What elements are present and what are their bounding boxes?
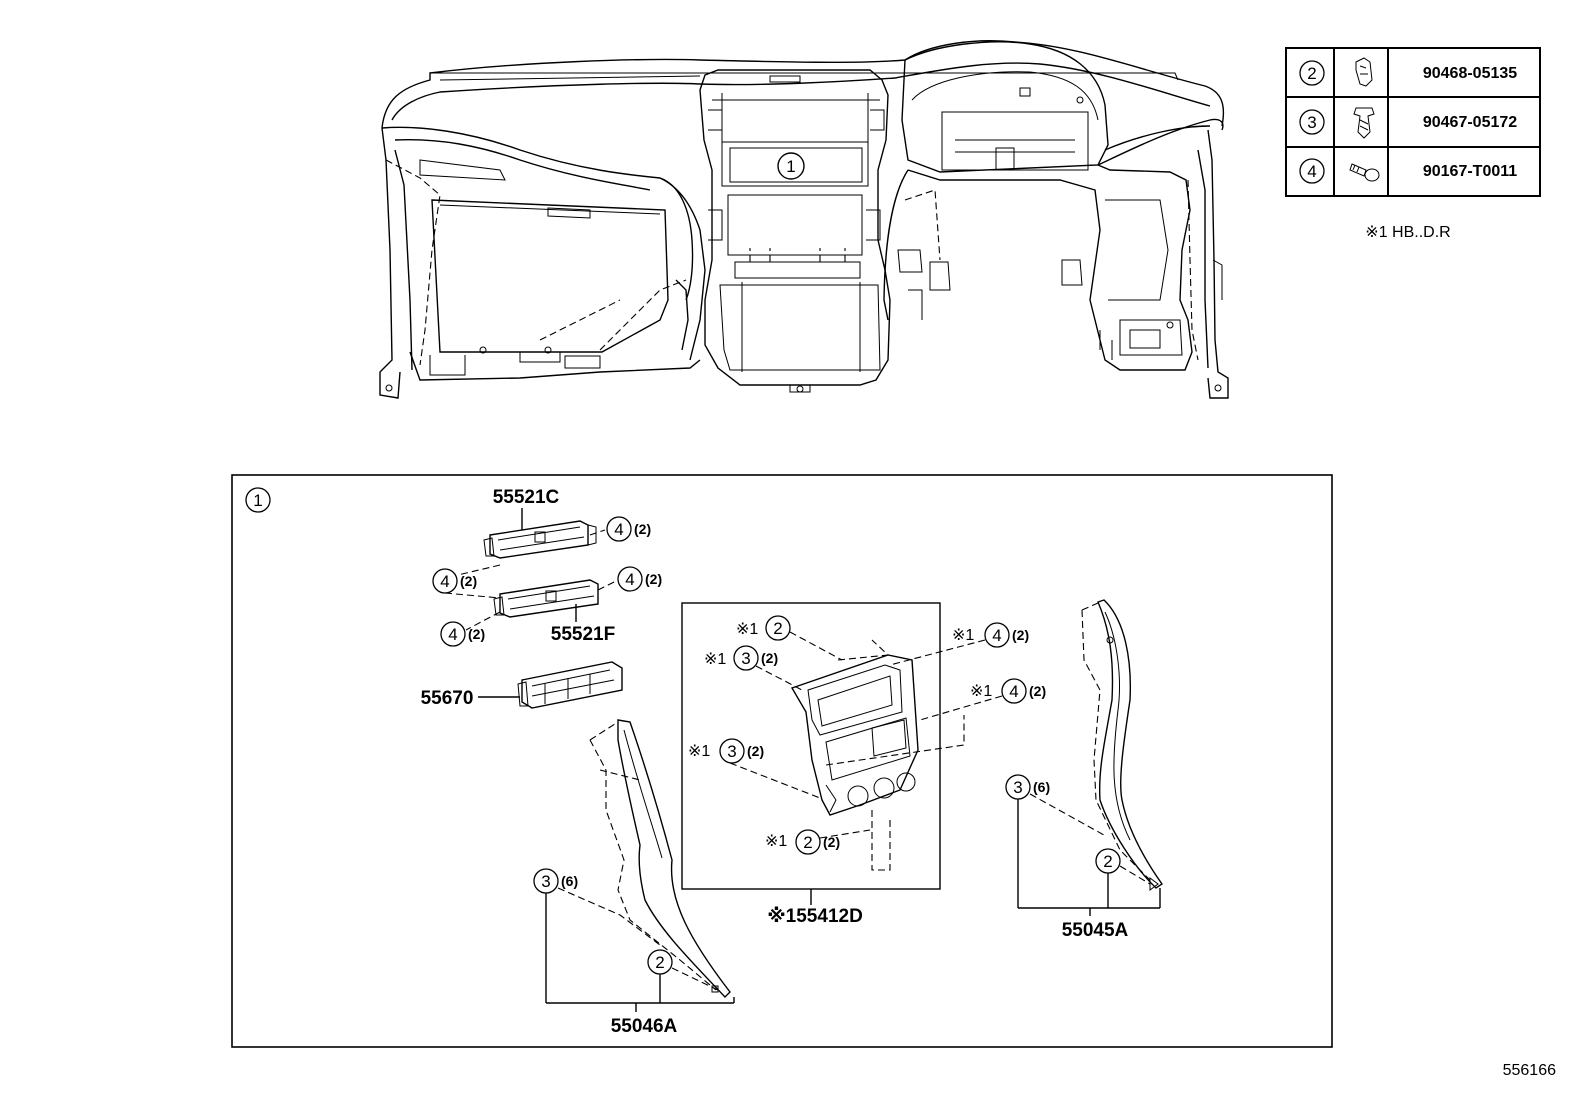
dashboard-callout-1: 1 — [777, 152, 805, 180]
svg-text:90467-05172: 90467-05172 — [1423, 114, 1517, 131]
svg-text:3: 3 — [541, 872, 550, 891]
vent-55521f: 55521F — [493, 579, 615, 645]
svg-text:4: 4 — [614, 520, 623, 539]
svg-text:(2): (2) — [823, 834, 840, 850]
svg-text:1: 1 — [786, 157, 795, 176]
part-label-55670: 55670 — [421, 688, 474, 709]
callout-cp-2-a: ※1 2 — [736, 615, 843, 661]
callout-4-mid-right: 4 (2) — [597, 566, 662, 592]
svg-text:(2): (2) — [1012, 627, 1029, 643]
svg-text:(2): (2) — [634, 521, 651, 537]
svg-text:2: 2 — [803, 833, 812, 852]
panel-55046a — [589, 719, 731, 999]
fastener-row: 4 90167-T0011 — [1299, 158, 1517, 184]
svg-text:3: 3 — [727, 742, 736, 761]
svg-text:3: 3 — [741, 649, 750, 668]
svg-text:4: 4 — [1009, 682, 1018, 701]
svg-text:※1: ※1 — [952, 627, 974, 644]
figure-id: 556166 — [1503, 1062, 1556, 1079]
panel-55045a — [1081, 599, 1163, 891]
part-label-55046a: 55046A — [611, 1016, 678, 1037]
instrument-panel-drawing — [379, 40, 1229, 399]
svg-text:3: 3 — [1013, 778, 1022, 797]
callout-cp-3-a: ※1 3 (2) — [704, 645, 803, 691]
part-label-55521f: 55521F — [551, 624, 615, 645]
callout-4-low-left: 4 (2) — [440, 611, 501, 647]
callout-cp-2-b: ※1 2 (2) — [765, 829, 871, 855]
part-label-55045a: 55045A — [1062, 920, 1129, 941]
svg-text:※1: ※1 — [688, 743, 710, 760]
svg-text:(2): (2) — [747, 743, 764, 759]
svg-text:4: 4 — [440, 572, 449, 591]
svg-text:※1: ※1 — [970, 683, 992, 700]
svg-text:※1: ※1 — [736, 621, 758, 638]
fastener-table: 2 90468-05135 3 90467-05172 4 — [1285, 47, 1541, 197]
applicability-footnote: ※1 HB..D.R — [1365, 224, 1450, 241]
part-label-55521c: 55521C — [493, 487, 560, 508]
svg-text:(2): (2) — [1029, 683, 1046, 699]
svg-text:90167-T0011: 90167-T0011 — [1423, 163, 1517, 180]
svg-text:2: 2 — [1307, 64, 1316, 83]
svg-text:2: 2 — [655, 953, 664, 972]
callout-4-top-right: 4 (2) — [589, 516, 651, 542]
svg-text:2: 2 — [1103, 852, 1112, 871]
part-label-55412d: ※155412D — [767, 906, 863, 927]
svg-text:※1: ※1 — [765, 833, 787, 850]
detail-box: 1 55521C 55521F 4 (2) — [231, 474, 1333, 1048]
vent-55521c: 55521C — [483, 487, 597, 559]
fastener-row: 2 90468-05135 — [1299, 57, 1517, 87]
push-rivet-icon — [1353, 107, 1375, 139]
callout-cp-4-b: ※1 4 (2) — [919, 678, 1046, 721]
callout-cp-3-b: ※1 3 (2) — [688, 738, 821, 799]
svg-text:4: 4 — [992, 626, 1001, 645]
callout-3-right: 3 (6) — [1005, 774, 1105, 908]
svg-text:(6): (6) — [561, 873, 578, 889]
callout-2-left: 2 55046A — [546, 949, 735, 1037]
clip-icon — [1355, 57, 1373, 87]
screw-icon — [1349, 163, 1380, 182]
svg-text:4: 4 — [448, 625, 457, 644]
detail-box-ref: 1 — [245, 487, 271, 513]
svg-text:(2): (2) — [761, 650, 778, 666]
svg-text:(6): (6) — [1033, 779, 1050, 795]
fastener-row: 3 90467-05172 — [1299, 107, 1517, 139]
svg-text:(2): (2) — [468, 626, 485, 642]
callout-3-left: 3 (6) — [533, 868, 661, 1003]
svg-text:90468-05135: 90468-05135 — [1423, 65, 1517, 82]
callout-cp-4-a: ※1 4 (2) — [889, 622, 1029, 666]
svg-text:1: 1 — [253, 491, 262, 510]
callout-2-right: 2 55045A — [1018, 848, 1161, 941]
center-panel-box: ※155412D — [681, 602, 965, 927]
svg-text:(2): (2) — [645, 571, 662, 587]
svg-text:4: 4 — [1307, 162, 1316, 181]
callout-4-mid-left: 4 (2) — [432, 564, 501, 599]
svg-text:3: 3 — [1307, 113, 1316, 132]
svg-text:2: 2 — [773, 619, 782, 638]
svg-text:4: 4 — [625, 570, 634, 589]
svg-text:(2): (2) — [460, 573, 477, 589]
svg-text:※1: ※1 — [704, 651, 726, 668]
outlet-55670: 55670 — [421, 661, 623, 709]
